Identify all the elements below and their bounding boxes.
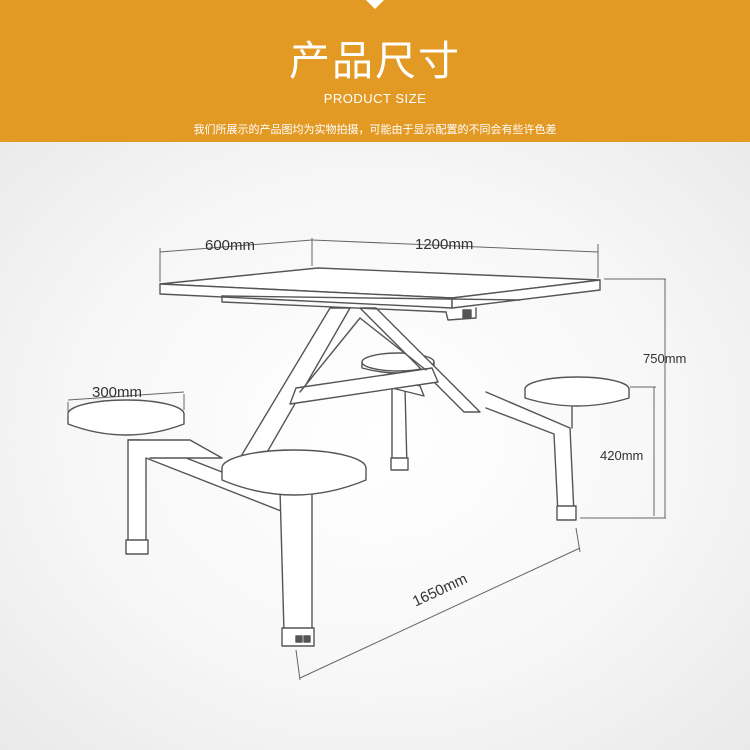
front-stool <box>221 449 367 496</box>
left-front-leg <box>125 439 305 555</box>
photo-disclaimer: 我们所展示的产品图均为实物拍摄，可能由于显示配置的不同会有些许色差 <box>193 123 557 136</box>
header-banner: 产品尺寸 PRODUCT SIZE 我们所展示的产品图均为实物拍摄，可能由于显示… <box>0 0 750 142</box>
front-right-leg <box>279 489 315 647</box>
left-stool <box>67 399 185 436</box>
dimension-stool-height: 420mm <box>600 448 644 463</box>
page-subtitle: PRODUCT SIZE <box>323 91 427 106</box>
center-frame <box>233 307 481 469</box>
back-center-leg <box>390 387 409 471</box>
dimension-total-height: 750mm <box>643 351 687 366</box>
header-notch <box>366 0 384 9</box>
dimension-table-length: 1200mm <box>415 236 474 253</box>
dimension-stool-diameter: 300mm <box>92 384 143 401</box>
right-back-leg <box>485 391 577 521</box>
dimension-table-width: 600mm <box>205 237 256 254</box>
right-stool <box>524 376 630 429</box>
table-top <box>159 267 601 321</box>
page-title: 产品尺寸 <box>289 37 461 85</box>
product-drawing-area <box>0 142 750 750</box>
